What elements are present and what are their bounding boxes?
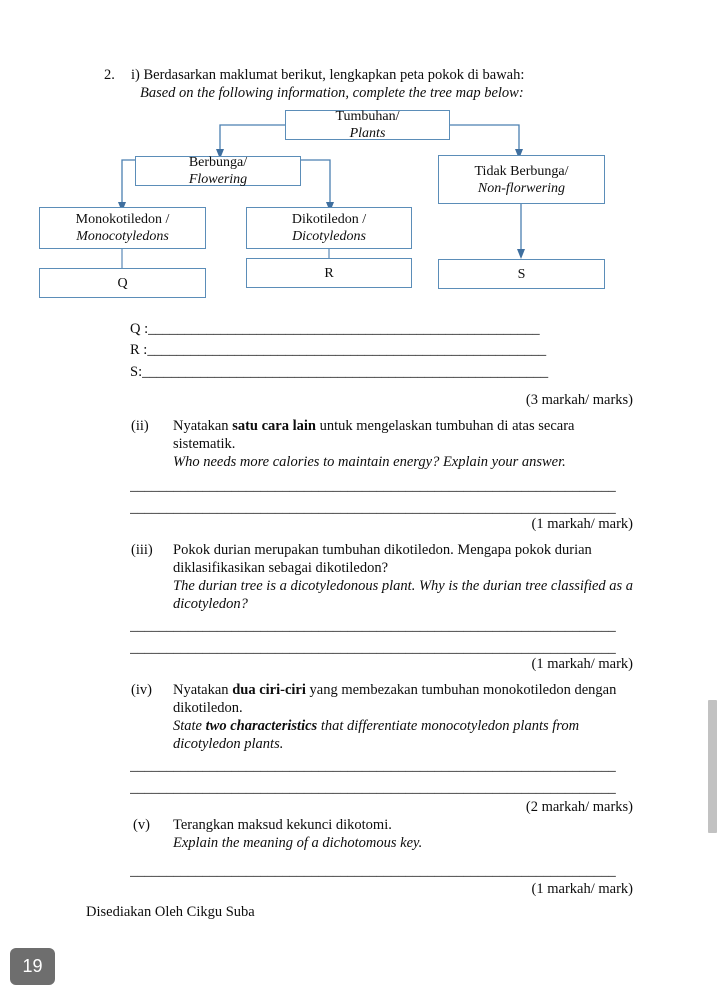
fill-blank-s-label: S: [130,364,143,380]
fill-blank-r-label: R : [130,342,148,358]
answer-line-v-1[interactable]: ________________________________________… [130,863,616,879]
tree-box-answer-r: R [246,258,412,288]
fill-blank-s-rule[interactable]: ________________________________________… [142,364,549,380]
answer-line-ii-1[interactable]: ________________________________________… [130,478,616,494]
tree-box-answer-q-label: Q [117,275,128,291]
part-ii-en: Who needs more calories to maintain ener… [173,454,566,470]
tree-box-non-flowering-label: Tidak Berbunga/ Non-florwering [474,163,569,196]
part-iii-bm: Pokok durian merupakan tumbuhan dikotile… [173,542,592,576]
tree-box-dicotyledon: Dikotiledon / Dicotyledons [246,207,412,249]
tree-box-flowering-label: Berbunga/Flowering [188,155,248,187]
part-body-ii: Nyatakan satu cara lain untuk mengelaska… [173,417,635,471]
fill-blank-q: Q :_____________________________________… [130,319,540,339]
scrollbar-thumb[interactable] [708,700,717,833]
fill-blank-r-rule[interactable]: ________________________________________… [147,342,547,358]
part-body-v: Terangkan maksud kekunci dikotomi. Expla… [173,816,635,852]
answer-line-iii-2[interactable]: ________________________________________… [130,640,616,656]
fill-blank-q-rule[interactable]: ________________________________________… [148,321,540,337]
question-stem-en: Based on the following information, comp… [140,85,524,101]
tree-box-answer-q: Q [39,268,206,298]
footer-credit: Disediakan Oleh Cikgu Suba [86,904,255,920]
marks-iv: (2 markah/ marks) [525,799,633,815]
part-body-iv: Nyatakan dua ciri-ciri yang membezakan t… [173,681,635,753]
tree-box-root: Tumbuhan/ Plants [285,109,450,141]
tree-box-dicotyledon-label-en: Dicotyledons [292,229,366,244]
tree-box-answer-r-label: R [324,265,334,281]
answer-line-iv-1[interactable]: ________________________________________… [130,758,616,774]
answer-line-iii-1[interactable]: ________________________________________… [130,618,616,634]
tree-box-flowering: Berbunga/Flowering [135,155,301,187]
tree-map-diagram: Tumbuhan/ Plants Berbunga/Flowering Tida… [0,0,720,310]
tree-box-monocotyledon: Monokotiledon / Monocotyledons [39,207,206,249]
question-stem-bm: i) Berdasarkan maklumat berikut, lengkap… [131,66,524,84]
tree-box-root-label: Tumbuhan/ Plants [335,109,400,141]
answer-line-iv-2[interactable]: ________________________________________… [130,780,616,796]
marks-three: (3 markah/ marks) [525,392,633,408]
tree-box-answer-s: S [438,259,605,289]
tree-box-monocotyledon-label-en: Monocotyledons [76,229,169,244]
part-roman-iii: (iii) [131,542,153,558]
part-roman-v: (v) [133,817,150,833]
marks-v: (1 markah/ mark) [531,881,633,897]
scrollbar-track[interactable] [705,0,720,989]
part-ii-bm: Nyatakan satu cara lain untuk mengelaska… [173,418,575,452]
tree-box-dicotyledon-label-bm: Dikotiledon / [291,212,367,227]
fill-blank-q-label: Q : [130,321,149,337]
part-iv-en: State two characteristics that different… [173,718,580,752]
part-roman-iv: (iv) [131,682,152,698]
part-label: i) [131,67,140,83]
tree-box-monocotyledon-label-bm: Monokotiledon / [75,212,170,227]
tree-box-non-flowering: Tidak Berbunga/ Non-florwering [438,155,605,204]
answer-line-ii-2[interactable]: ________________________________________… [130,500,616,516]
stem-bm-text: Berdasarkan maklumat berikut, lengkapkan… [143,67,525,83]
question-number: 2. [104,67,115,83]
part-v-bm: Terangkan maksud kekunci dikotomi. [173,817,392,833]
part-v-en: Explain the meaning of a dichotomous key… [173,835,423,851]
page-number-badge: 19 [10,948,55,985]
fill-blank-r: R :_____________________________________… [130,340,546,360]
marks-iii: (1 markah/ mark) [531,656,633,672]
marks-ii: (1 markah/ mark) [531,516,633,532]
part-iv-bm: Nyatakan dua ciri-ciri yang membezakan t… [173,682,617,716]
part-iii-en: The durian tree is a dicotyledonous plan… [173,578,634,612]
part-body-iii: Pokok durian merupakan tumbuhan dikotile… [173,541,635,613]
tree-box-answer-s-label: S [517,266,526,282]
part-roman-ii: (ii) [131,418,149,434]
fill-blank-s: S:______________________________________… [130,362,548,382]
